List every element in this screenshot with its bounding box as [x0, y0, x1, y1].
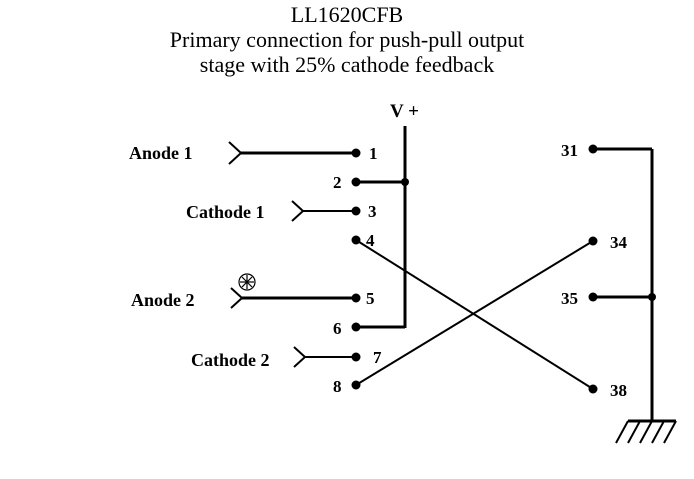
chassis-ground-icon [615, 419, 677, 444]
title-description-line-1: Primary connection for push-pull output [169, 27, 525, 52]
junction-ground-rail [648, 293, 656, 301]
pin-label-2: 2 [333, 173, 342, 192]
terminal-1 [351, 148, 361, 158]
pin-label-35: 35 [561, 289, 578, 308]
terminal-34 [588, 236, 598, 246]
input-label-anode-2: Anode 2 [131, 290, 195, 310]
asterisk-circle-icon [238, 273, 256, 291]
wire-pin-8-to-pin-34 [355, 240, 594, 386]
title-description-line-2: stage with 25% cathode feedback [199, 52, 495, 77]
wire-pin-4-to-pin-38 [355, 239, 594, 390]
terminal-38 [588, 384, 598, 394]
pin-label-5: 5 [366, 289, 375, 308]
pin-label-7: 7 [373, 348, 382, 367]
pin-label-8: 8 [333, 377, 342, 396]
anode-2-input-arrow-icon [230, 287, 244, 309]
pin-label-31: 31 [561, 141, 578, 160]
pin-label-1: 1 [369, 144, 378, 163]
pin-label-3: 3 [368, 202, 377, 221]
pin-label-6: 6 [333, 319, 342, 338]
anode-1-input-arrow-icon [228, 141, 243, 165]
supply-label: V + [390, 101, 419, 122]
cathode-1-input-arrow-icon [291, 200, 305, 222]
junction-supply-upper [401, 178, 409, 186]
pin-label-34: 34 [610, 233, 628, 252]
pin-label-4: 4 [366, 231, 375, 250]
diagram-title: LL1620CFB Primary connection for push-pu… [0, 2, 694, 77]
title-part-number: LL1620CFB [290, 2, 404, 27]
phase-marker-star [240, 275, 254, 289]
terminal-7 [351, 352, 361, 362]
input-label-anode-1: Anode 1 [129, 143, 193, 163]
terminal-3 [351, 206, 361, 216]
input-label-cathode-2: Cathode 2 [191, 350, 270, 370]
cathode-2-input-arrow-icon [293, 346, 307, 368]
pin-label-38: 38 [610, 381, 627, 400]
input-label-cathode-1: Cathode 1 [186, 202, 265, 222]
terminal-5 [351, 293, 361, 303]
